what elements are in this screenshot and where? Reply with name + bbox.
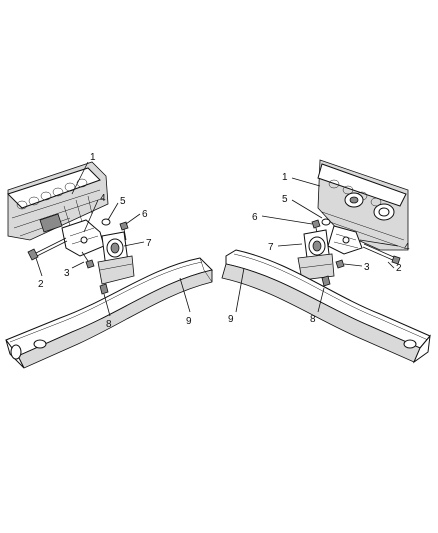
right-fastener-8	[321, 275, 331, 287]
right-nut-5	[321, 218, 331, 226]
right-leaders	[235, 177, 399, 313]
left-crossmember	[5, 257, 213, 369]
right-callout-4: 4	[404, 242, 410, 253]
left-callout-4: 4	[100, 193, 106, 204]
right-assembly: 1 2 3 4 5 6 7 8 9	[221, 159, 431, 364]
right-callout-1: 1	[282, 172, 288, 183]
right-callout-2: 2	[396, 263, 402, 274]
right-callout-8: 8	[310, 314, 316, 325]
left-engine-block	[7, 161, 109, 241]
right-callout-9: 9	[228, 314, 234, 325]
left-callout-1: 1	[90, 152, 96, 163]
right-callout-7: 7	[268, 242, 274, 253]
right-mount-insulator	[297, 229, 335, 281]
left-leaders	[35, 161, 191, 317]
right-engine-bracket	[327, 225, 363, 255]
left-callout-3: 3	[64, 268, 70, 279]
left-assembly: 1 2 3 4 5 6 7 8 9	[5, 152, 213, 369]
left-bolt-3	[81, 251, 95, 269]
left-fastener-8	[99, 283, 109, 295]
left-callout-6: 6	[142, 209, 148, 220]
right-bolt-3	[335, 259, 345, 269]
left-callout-9: 9	[186, 316, 192, 327]
right-callout-5: 5	[282, 194, 288, 205]
right-callout-6: 6	[252, 212, 258, 223]
left-mount-insulator	[97, 231, 135, 285]
right-bolt-2	[362, 243, 401, 265]
left-callout-2: 2	[38, 279, 44, 290]
right-crossmember	[221, 249, 431, 364]
left-bolt-2	[27, 237, 68, 261]
left-callout-7: 7	[146, 238, 152, 249]
left-callout-5: 5	[120, 196, 126, 207]
right-callout-3: 3	[364, 262, 370, 273]
left-callout-8: 8	[106, 319, 112, 330]
left-engine-bracket	[61, 219, 105, 257]
left-nut-5	[101, 218, 111, 226]
